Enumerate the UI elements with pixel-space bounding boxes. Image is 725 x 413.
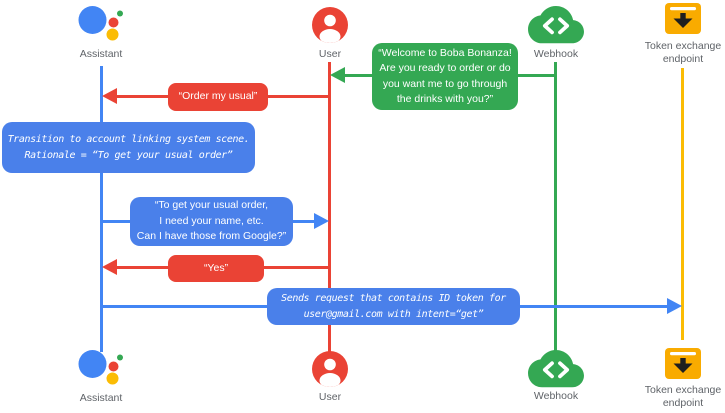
- yes-message-box: “Yes”: [168, 255, 264, 282]
- webhook-cloud-icon-bottom: [528, 350, 584, 388]
- webhook-label-bottom: Webhook: [533, 390, 579, 402]
- order-message-box: “Order my usual”: [168, 83, 268, 111]
- token-endpoint-label-bottom: Token exchange endpoint: [644, 384, 722, 409]
- token-endpoint-lifeline: [681, 68, 684, 340]
- order-arrowhead: [102, 88, 117, 104]
- assistant-lifeline: [100, 66, 103, 352]
- user-icon: [312, 7, 348, 43]
- yes-arrowhead: [102, 259, 117, 275]
- user-lifeline: [328, 62, 331, 352]
- webhook-cloud-icon: [528, 6, 584, 44]
- google-assistant-icon-bottom: [78, 350, 123, 385]
- token-endpoint-icon: [665, 3, 701, 34]
- user-icon-bottom: [312, 351, 348, 387]
- transition-note-box: Transition to account linking system sce…: [2, 122, 255, 173]
- sends-request-arrowhead: [667, 298, 682, 314]
- welcome-message-box: “Welcome to Boba Bonanza! Are you ready …: [372, 43, 518, 110]
- user-label-bottom: User: [318, 391, 342, 403]
- token-endpoint-icon-bottom: [665, 348, 701, 379]
- welcome-arrowhead: [330, 67, 345, 83]
- user-label-top: User: [318, 48, 342, 60]
- token-endpoint-label-top: Token exchange endpoint: [644, 40, 722, 65]
- webhook-label-top: Webhook: [533, 48, 579, 60]
- assistant-label-top: Assistant: [79, 48, 123, 60]
- assistant-label-bottom: Assistant: [79, 392, 123, 404]
- google-assistant-icon: [78, 6, 123, 41]
- webhook-lifeline: [554, 62, 557, 352]
- sends-request-message-box: Sends request that contains ID token for…: [267, 288, 520, 325]
- get-usual-message-box: “To get your usual order, I need your na…: [130, 197, 293, 246]
- get-usual-arrowhead: [314, 213, 329, 229]
